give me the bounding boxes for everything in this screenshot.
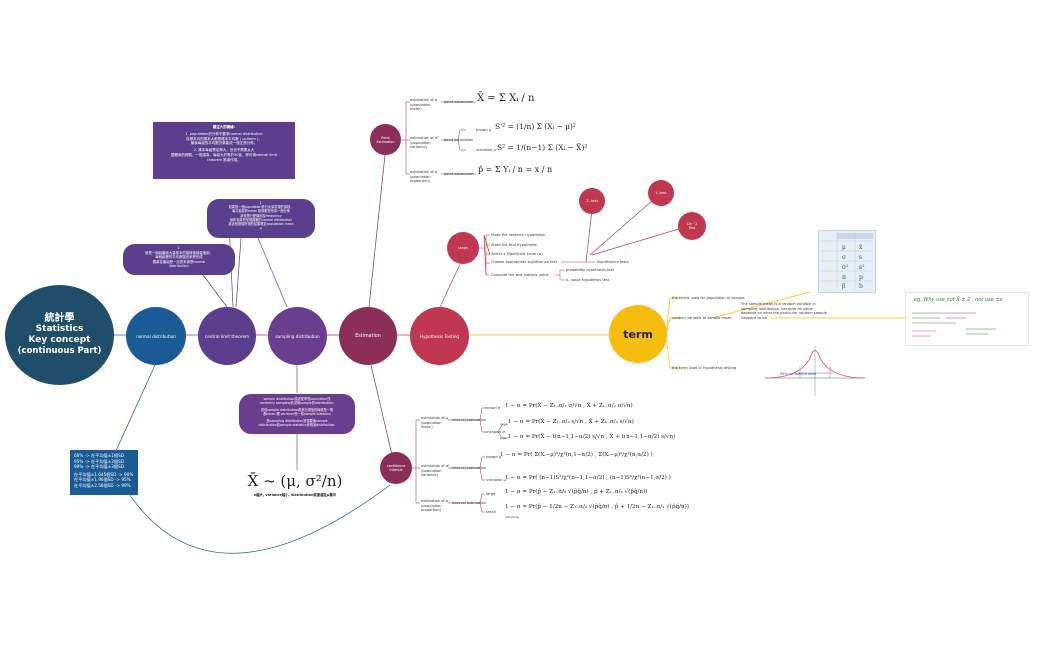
step-probability-test: probability hypothesis test (566, 268, 614, 272)
step-significance-tests: Significance tests (597, 260, 629, 264)
clt-notes-box: 關注大的機緣: 1. population的分佈不要求normal distri… (153, 122, 295, 179)
interval-variance-unknown: unknown μ (486, 478, 506, 482)
handwritten-note: eg. Why use not X̄ ± 2 , not use ±z (905, 292, 1029, 346)
clt-point1-box: 1. 如果對一個population進行大量重複的抽樣， 每次抽樣的mean 取… (207, 199, 315, 238)
step-research-hypothesis: State the research hypothesis (491, 233, 545, 237)
point-estimation-node[interactable]: Point Estimation (370, 124, 401, 155)
z-test-node[interactable]: Z- test (579, 188, 605, 214)
symbol-table-grid: μ x̄ σ s σ² s² π p β b (821, 233, 873, 290)
interval-proportion-small-note: sampling (505, 515, 519, 519)
interval-variance-known: known μ (486, 455, 502, 459)
empirical-rule-box: 68% -> 在平均值±1個SD 95% -> 在平均值±2個SD 99% ->… (70, 450, 138, 495)
central-topic-node[interactable]: 統計學 Statistics Key concept (continuous P… (5, 285, 114, 385)
central-subtitle: Key concept (28, 335, 91, 345)
svg-text:π: π (842, 274, 846, 281)
central-title-zh: 統計學 (44, 313, 75, 324)
bell-curve-label: 95% confidence level (780, 372, 816, 376)
interval-proportion-small: small (486, 510, 496, 514)
interval-variance-unknown-formula: 1 − α = Pr( (n−1)S²/χ²(n−1,1−α/2) , (n−1… (505, 475, 671, 481)
central-title-en: Statistics (35, 324, 84, 334)
interval-unknown-large: large (500, 422, 508, 426)
term-hypothesis-testing: the term used in hypothesis testing (672, 366, 737, 370)
point-mean-formula: X̄ = Σ Xᵢ / n (477, 93, 535, 104)
estimation-node[interactable]: Estimation (339, 307, 397, 365)
handwritten-note-title: eg. Why use not X̄ ± 2 , not use ±z (914, 297, 1003, 303)
interval-unknown-formula-1: 1 − α = Pr(X̄ − Z₁₋α/₂ s/√n , X̄ + Z₁₋α/… (508, 419, 634, 425)
interval-proportion-arrow: interval estimation (452, 501, 486, 505)
svg-text:σ²: σ² (842, 264, 849, 271)
point-mean-arrow: point estimation (444, 100, 474, 104)
interval-mean-label: estimation of μ (population mean) (421, 416, 449, 430)
svg-text:μ: μ (842, 244, 846, 251)
point-variance-arrow: point estimation (444, 138, 474, 142)
point-variance-label: estimation of σ² (population variance) (410, 136, 439, 150)
interval-proportion-large: large (486, 492, 496, 496)
svg-text:p: p (859, 274, 863, 281)
point-proportion-label: estimation of p (population proportion) (410, 170, 438, 184)
interval-unknown-sigma: unknown σ (485, 430, 505, 434)
step-choose-test: Choose appropriate significance test (491, 260, 557, 264)
point-variance-known: known μ (476, 128, 492, 132)
steps-node[interactable]: steps (447, 232, 479, 264)
interval-known-formula: 1 − α = Pr(X̄ − Z₁₋α/₂ σ/√n , X̄ + Z₁₋α/… (505, 403, 633, 409)
interval-variance-label: estimation of σ² (population variance) (421, 464, 450, 478)
chi-square-test-node[interactable]: Chi^2 Test (678, 212, 706, 240)
normal-distribution-node[interactable]: normal distribution (126, 307, 186, 365)
interval-variance-arrow: interval estimation (452, 466, 486, 470)
central-limit-theorem-node[interactable]: central limit theorem (198, 307, 256, 365)
term-random-variable-desc: The sample mean is a random variable in … (741, 302, 827, 320)
svg-text:x̄: x̄ (859, 244, 863, 251)
svg-text:b: b (859, 283, 863, 290)
clt-point2-box: 2. 就是一個組裏面大量樣本的抽樣值總量值倒， 每個組裡的平均數圍出來會形成 跟… (123, 244, 235, 275)
symbol-table-thumbnail: μ x̄ σ s σ² s² π p β b (818, 230, 876, 293)
bell-curve-sketch: 95% confidence level (764, 346, 866, 396)
step-p-value-test: p- value hypothesis test (566, 278, 610, 282)
term-population-sample: the terms used for population or sample (672, 296, 745, 300)
interval-variance-known-formula: 1 − α = Pr( Σ(Xᵢ−μ)²/χ²(n,1−α/2) , Σ(Xᵢ−… (500, 452, 653, 458)
hypothesis-testing-node[interactable]: Hypothesis Testing (410, 307, 469, 365)
confidence-interval-node[interactable]: confidence interval (380, 452, 412, 484)
point-variance-unknown: unknown μ (476, 148, 496, 152)
step-compute-statistic: Compute the test statistic value (491, 273, 549, 277)
interval-unknown-formula-2: 1 − α = Pr(X̄ − t(n−1,1−α/2) s/√n , X̄ +… (508, 434, 676, 440)
sampling-notes-box: sample distribution描述從學當population作 rand… (239, 394, 355, 434)
point-proportion-arrow: point estimation (444, 172, 474, 176)
interval-mean-arrow: interval estimation (452, 418, 486, 422)
central-part: (continuous Part) (17, 346, 102, 356)
term-random-variable: random variable of sample mean (672, 316, 732, 320)
svg-text:σ: σ (842, 254, 846, 261)
step-significance-level: Select a Significant Level (α) (491, 252, 543, 256)
sampling-distribution-node[interactable]: sampling distribution (268, 307, 327, 365)
sampling-mean-formula: X̄ ~ (μ, σ²/n) n越大, variance越小, distribu… (247, 472, 343, 497)
svg-text:s: s (859, 254, 862, 261)
interval-known-sigma: known σ (485, 406, 501, 410)
interval-unknown-small: small (500, 436, 508, 440)
point-mean-label: estimation of μ (population mean) (410, 98, 438, 112)
term-node[interactable]: term (609, 305, 667, 363)
step-null-hypothesis: State the Null Hypothesis (491, 243, 537, 247)
t-test-node[interactable]: t- test (648, 180, 674, 206)
handwritten-scribbles (912, 312, 996, 337)
svg-text:β: β (842, 283, 846, 290)
point-variance-known-formula: S'² = (1/n) Σ (Xᵢ − μ)² (495, 122, 576, 131)
svg-text:s²: s² (859, 264, 865, 271)
point-proportion-formula: p̂ = Σ Yᵢ / n = x / n (478, 165, 553, 174)
interval-proportion-small-formula: 1 − α = Pr(p̂ − 1/2n − Z₁₋α/₂ √(p̂q̂/n) … (505, 504, 689, 510)
point-variance-unknown-formula: S² = 1/(n−1) Σ (Xᵢ − X̄)² (497, 143, 588, 152)
interval-proportion-label: estimation of p (population proportion) (421, 499, 449, 513)
interval-proportion-large-formula: 1 − α = Pr(p̂ − Z₁₋α/₂ √(p̂q̂/n) , p̂ + … (505, 489, 648, 495)
